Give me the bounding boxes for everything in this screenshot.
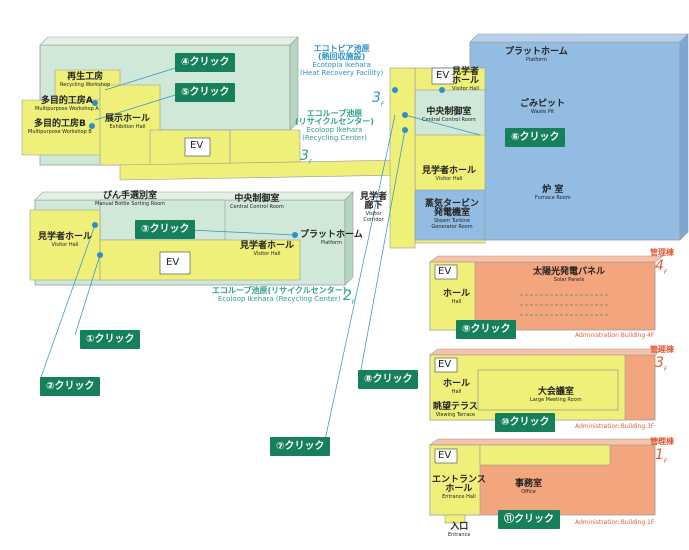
admin-4f-building (429, 255, 664, 331)
admin-3f-caption: Administration Building 3F (575, 423, 655, 430)
ecoloop-3f-floor: 3F (300, 148, 313, 166)
click-button-4[interactable]: ④クリック (175, 53, 236, 72)
click-button-9[interactable]: ⑨クリック (456, 320, 517, 339)
admin-4f-title: 管理棟 (650, 248, 674, 257)
admin-4f-floor: 4F (655, 258, 668, 276)
ecotopia-floor: 3F (372, 90, 385, 108)
admin-3f-title: 管理棟 (650, 345, 674, 354)
admin-3f-building (429, 348, 664, 421)
ev-label-admin1: EV (438, 450, 452, 461)
ev-label-admin4: EV (438, 266, 452, 277)
ev-label-3f: EV (190, 140, 204, 151)
admin-1f-title: 管理棟 (650, 437, 674, 446)
click-button-11[interactable]: ⑪クリック (498, 510, 560, 529)
ev-label-2f: EV (166, 257, 180, 268)
click-button-10[interactable]: ⑩クリック (495, 413, 556, 432)
admin-1f-floor: 1F (655, 447, 668, 465)
click-button-8[interactable]: ⑧クリック (358, 370, 419, 389)
admin-1f-caption: Administration Building 1F (575, 519, 655, 526)
ecoloop-3f-caption: エコループ池原(リサイクルセンター) Ecoloop Ikehara(Recyc… (295, 109, 374, 143)
ev-label-admin3: EV (438, 359, 452, 370)
ecoloop-2f-caption: エコループ池原(リサイクルセンター)Ecoloop Ikehara (Recyc… (212, 286, 347, 304)
click-button-1[interactable]: ①クリック (80, 330, 141, 349)
click-button-3[interactable]: ③クリック (135, 220, 196, 239)
click-button-7[interactable]: ⑦クリック (270, 437, 331, 456)
click-button-5[interactable]: ⑤クリック (175, 83, 236, 102)
click-button-6[interactable]: ⑥クリック (505, 128, 566, 147)
ecoloop-3f-building (21, 36, 411, 181)
admin-1f-building (429, 438, 664, 524)
ecotopia-caption: エコトピア池原(熱回収施設) Ecotopia Ikehara(Heat Rec… (300, 44, 384, 78)
click-button-2[interactable]: ②クリック (40, 377, 101, 396)
ecotopia-3f-building (389, 33, 689, 249)
admin-4f-caption: Administration Building 4F (575, 332, 655, 339)
leader-lines (39, 64, 484, 441)
ev-label-ecotopia: EV (436, 70, 450, 81)
ecoloop-2f-floor: 2F (343, 288, 356, 306)
marker-dots (89, 87, 445, 258)
admin-3f-floor: 3F (655, 355, 668, 373)
